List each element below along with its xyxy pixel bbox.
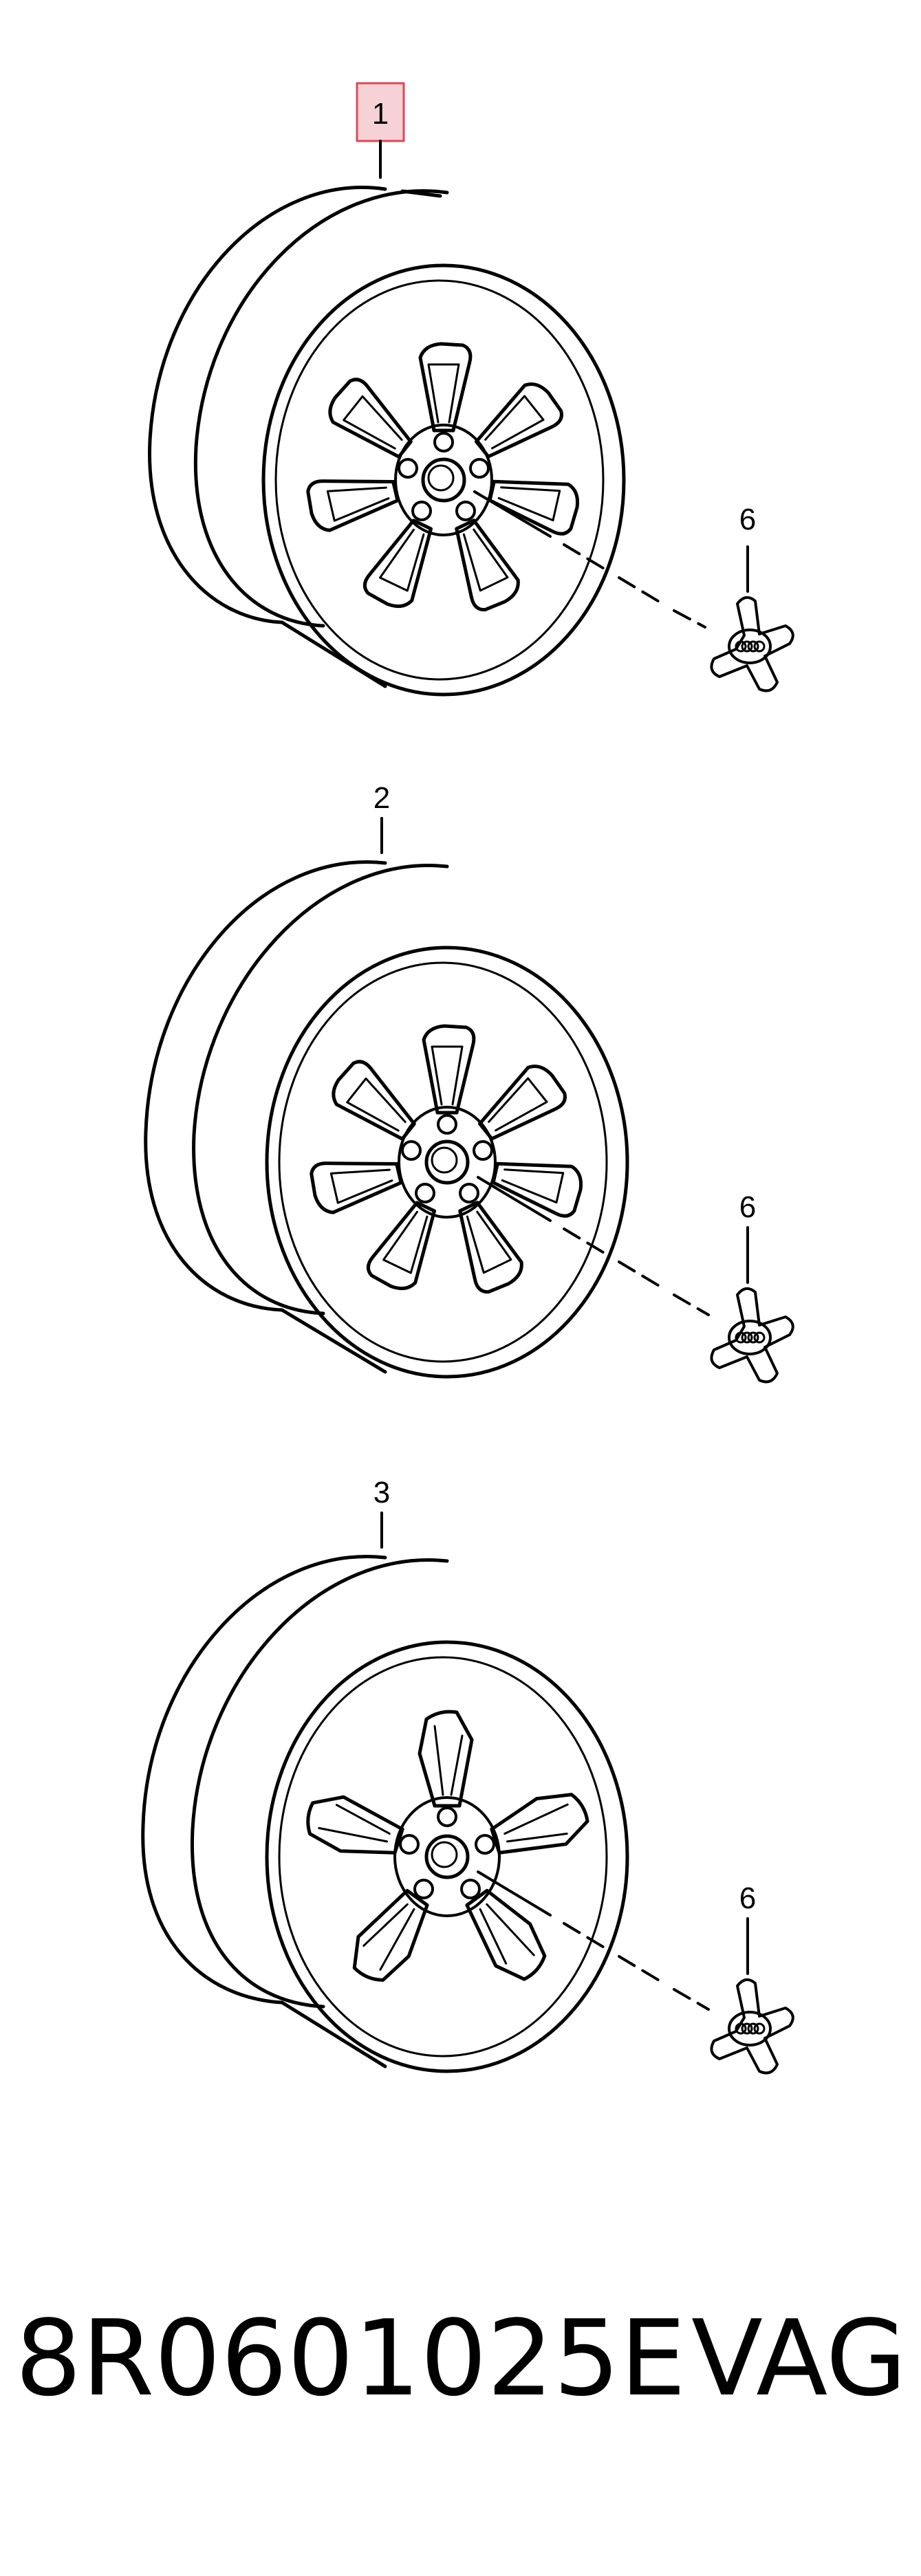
part-number: 8R0601025E	[15, 2297, 686, 2419]
wheel-1-axis-line	[473, 490, 706, 629]
center-cap-2	[710, 1287, 794, 1384]
wheel-3-tire-outline	[141, 1555, 449, 2069]
wheel-1-rim	[263, 265, 624, 695]
wheel-3	[141, 1555, 710, 2071]
brand-label: VAG	[691, 2297, 907, 2419]
center-cap-1	[710, 596, 794, 692]
center-cap-3	[710, 1978, 794, 2075]
wheel-2-tire-outline	[144, 860, 449, 1374]
callout-6-cap-1: 6	[739, 503, 756, 536]
wheel-1	[148, 186, 706, 695]
wheel-3-axis-line	[477, 1870, 710, 2011]
callout-3: 3	[373, 1476, 390, 1509]
wheel-2	[144, 860, 710, 1377]
wheel-1-tire-outline	[148, 186, 449, 688]
callout-6-cap-3: 6	[739, 1881, 756, 1915]
callout-1: 1	[372, 97, 389, 131]
callout-6-cap-2: 6	[739, 1190, 756, 1224]
wheel-2-axis-line	[477, 1176, 710, 1316]
callout-2: 2	[373, 781, 390, 815]
